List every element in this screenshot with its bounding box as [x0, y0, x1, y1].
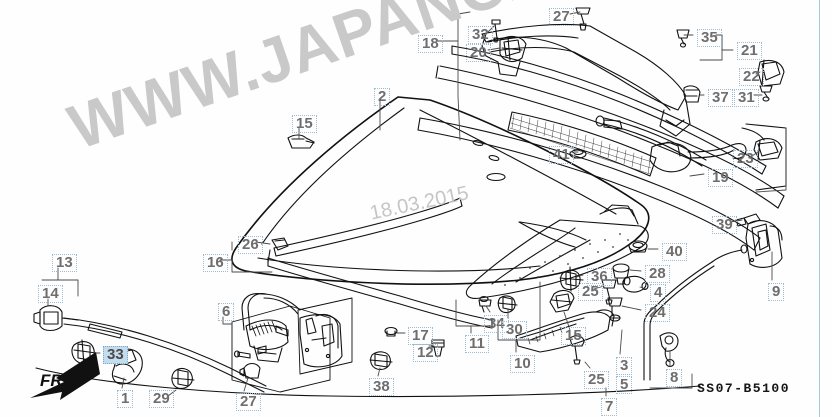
- callout-22[interactable]: 22: [739, 68, 764, 86]
- callout-18[interactable]: 18: [418, 35, 443, 53]
- callout-26[interactable]: 26: [238, 236, 263, 254]
- callout-27[interactable]: 27: [236, 393, 261, 411]
- callout-28[interactable]: 28: [645, 265, 670, 283]
- callout-15[interactable]: 15: [292, 115, 317, 133]
- callout-9[interactable]: 9: [768, 283, 785, 301]
- callout-41[interactable]: 41: [549, 146, 574, 164]
- callout-3[interactable]: 3: [616, 357, 633, 375]
- clip-30: [497, 295, 518, 314]
- clip-38: [369, 351, 393, 370]
- callout-5[interactable]: 5: [616, 376, 633, 394]
- callout-12[interactable]: 12: [413, 344, 438, 362]
- callout-31[interactable]: 31: [734, 89, 759, 107]
- cowl-assembly: [417, 45, 787, 251]
- plug-17: [384, 326, 398, 337]
- callout-20[interactable]: 20: [466, 44, 491, 62]
- bracket-15-bottom: [549, 289, 575, 313]
- callout-10[interactable]: 10: [510, 355, 535, 373]
- callout-37[interactable]: 37: [708, 89, 733, 107]
- direction-arrow: [30, 352, 100, 400]
- callout-27[interactable]: 27: [549, 8, 574, 26]
- callout-30[interactable]: 30: [502, 321, 527, 339]
- callout-34[interactable]: 34: [484, 315, 509, 333]
- right-latch-cable: [643, 213, 783, 381]
- callout-38[interactable]: 38: [369, 378, 394, 396]
- callout-7[interactable]: 7: [601, 398, 618, 416]
- callout-2[interactable]: 2: [374, 88, 391, 106]
- callout-17[interactable]: 17: [408, 327, 433, 345]
- clip-35: [676, 29, 690, 48]
- callout-19[interactable]: 19: [708, 169, 733, 187]
- callout-35[interactable]: 35: [697, 29, 722, 47]
- callout-25[interactable]: 25: [578, 283, 603, 301]
- grommet-37: [683, 85, 701, 103]
- bolt-27-top: [575, 7, 591, 31]
- callout-15[interactable]: 15: [561, 327, 586, 345]
- hood-seal-strips: [267, 197, 493, 329]
- callout-32[interactable]: 32: [468, 26, 493, 44]
- frame-right-border: [819, 0, 820, 417]
- callout-29[interactable]: 29: [149, 390, 174, 408]
- callout-16[interactable]: 16: [203, 254, 228, 272]
- callout-24[interactable]: 24: [645, 304, 670, 322]
- callout-6[interactable]: 6: [218, 303, 235, 321]
- callout-33[interactable]: 33: [103, 346, 128, 364]
- callout-25[interactable]: 25: [584, 371, 609, 389]
- callout-21[interactable]: 21: [737, 42, 762, 60]
- clip-31: [759, 85, 773, 102]
- callout-11[interactable]: 11: [465, 335, 489, 353]
- callout-39[interactable]: 39: [712, 216, 737, 234]
- callout-23[interactable]: 23: [733, 150, 758, 168]
- hood-panel-outline: [231, 96, 650, 285]
- clip-36: [559, 266, 584, 292]
- part-code-label: SS07-B5100: [697, 381, 791, 396]
- callout-14[interactable]: 14: [38, 285, 63, 303]
- callout-36[interactable]: 36: [587, 268, 612, 286]
- pin-8: [659, 332, 679, 368]
- bracket-23: [753, 138, 783, 161]
- clip-34: [478, 295, 492, 313]
- callout-13[interactable]: 13: [52, 254, 77, 272]
- bolt-25-lower: [569, 335, 585, 365]
- hood-insulator: [465, 204, 649, 299]
- bolt-24: [607, 297, 623, 322]
- callout-8[interactable]: 8: [666, 369, 683, 387]
- hood-prop-rod: [35, 367, 701, 398]
- screw-32: [491, 19, 501, 43]
- hood-latch-assembly: [231, 293, 353, 393]
- callout-1[interactable]: 1: [117, 390, 134, 408]
- callout-4[interactable]: 4: [650, 284, 667, 302]
- clip-15-top: [287, 134, 315, 149]
- cover-20: [499, 35, 527, 63]
- nut-40: [628, 240, 648, 253]
- callout-40[interactable]: 40: [662, 243, 687, 261]
- front-direction-label: FR.: [40, 371, 68, 390]
